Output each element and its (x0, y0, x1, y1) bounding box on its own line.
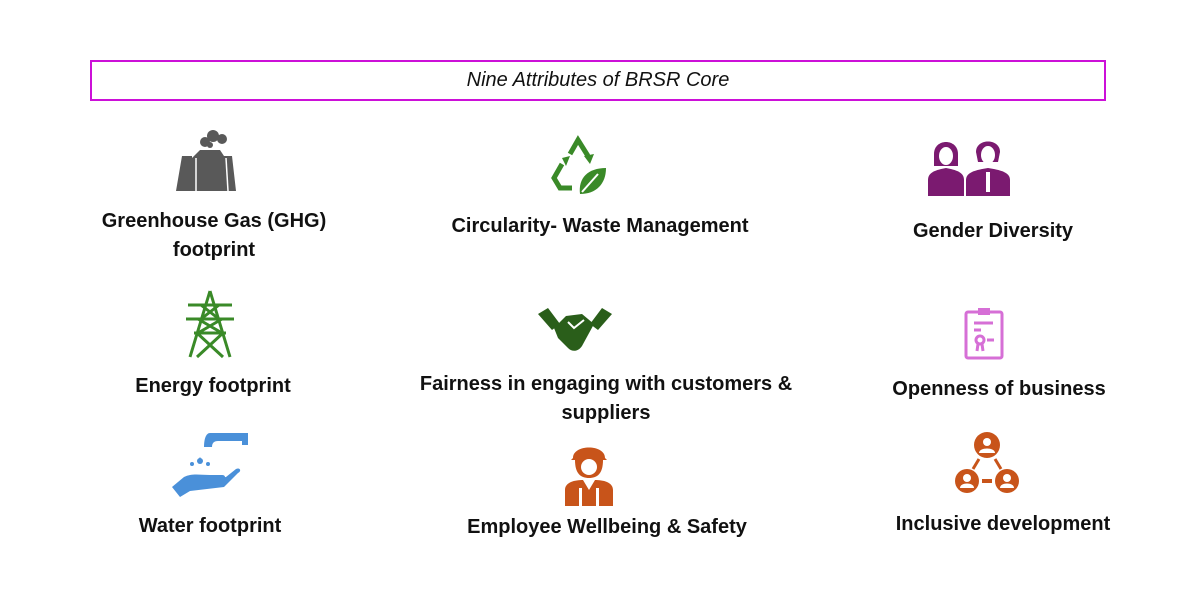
attribute-openness: Openness of business (892, 378, 1106, 400)
attribute-ghg-footprint: Greenhouse Gas (GHG) footprint (102, 207, 327, 265)
attribute-energy-footprint: Energy footprint (135, 375, 291, 397)
attribute-inclusive-development: Inclusive development (895, 513, 1111, 535)
label-line: Greenhouse Gas (GHG) (101, 210, 327, 232)
label-line: suppliers (561, 402, 651, 424)
factory-smoke-icon (176, 130, 236, 192)
attribute-fairness: Fairness in engaging with customers & sup… (420, 370, 792, 428)
attribute-employee-wellbeing: Employee Wellbeing & Safety (467, 516, 747, 538)
recycle-leaf-icon (551, 135, 606, 194)
tap-hand-icon (172, 433, 248, 497)
attribute-gender-diversity: Gender Diversity (912, 220, 1074, 242)
diagram-title: Nine Attributes of BRSR Core (466, 69, 730, 91)
label-line: footprint (172, 239, 256, 261)
attribute-water-footprint: Water footprint (138, 515, 282, 537)
title-box: Nine Attributes of BRSR Core (90, 60, 1106, 101)
attribute-circularity: Circularity- Waste Management (451, 215, 749, 237)
label-line: Fairness in engaging with customers & (419, 373, 793, 395)
power-tower-icon (186, 290, 234, 359)
worker-helmet-icon (565, 447, 613, 506)
handshake-icon (538, 308, 612, 351)
people-network-icon (955, 432, 1019, 493)
woman-man-icon (928, 141, 1010, 196)
clipboard-certificate-icon (964, 308, 1004, 360)
